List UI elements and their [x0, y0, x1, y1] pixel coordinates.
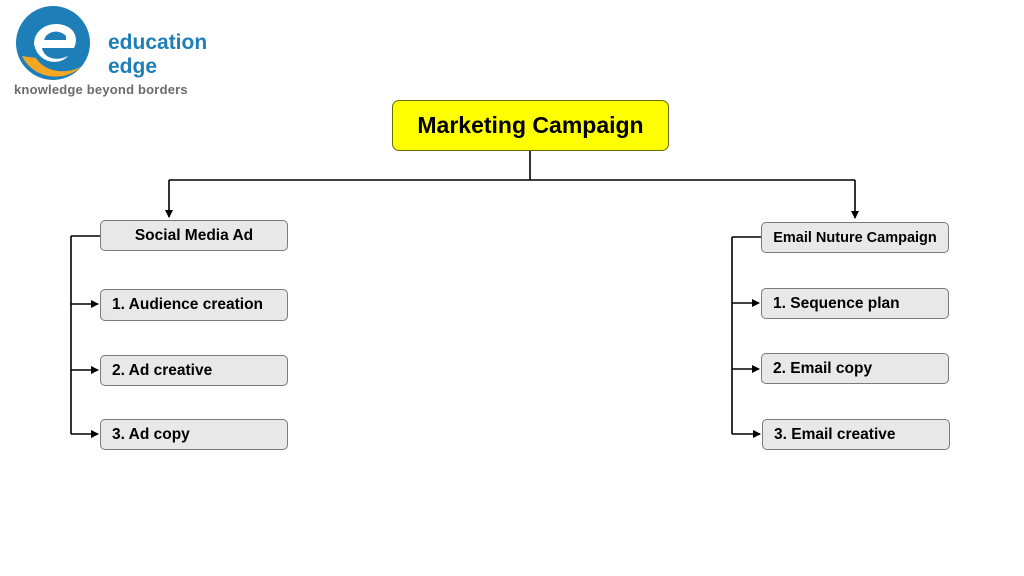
logo-tagline: knowledge beyond borders — [14, 82, 188, 97]
education-edge-logo: education edge knowledge beyond borders — [10, 2, 225, 102]
root-node-marketing-campaign: Marketing Campaign — [392, 100, 669, 151]
left-item-node: 3. Ad copy — [100, 419, 288, 450]
logo-e-mark-icon — [16, 6, 90, 80]
right-item-node: 3. Email creative — [762, 419, 950, 450]
logo-word-edge: edge — [108, 55, 158, 78]
right-item-node: 1. Sequence plan — [761, 288, 949, 319]
right-head-node: Email Nuture Campaign — [761, 222, 949, 253]
left-item-node: 1. Audience creation — [100, 289, 288, 321]
left-item-node: 2. Ad creative — [100, 355, 288, 386]
right-item-node: 2. Email copy — [761, 353, 949, 384]
logo-word-education: education — [108, 31, 208, 54]
left-head-node: Social Media Ad — [100, 220, 288, 251]
